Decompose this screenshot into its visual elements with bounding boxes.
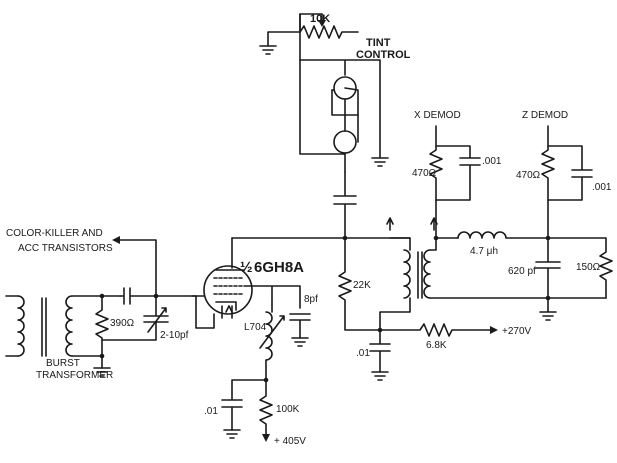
diode-lower — [333, 130, 357, 154]
l-4-7uh-label: 4.7 μh — [470, 246, 498, 257]
tint-label-line1: TINT — [366, 37, 391, 49]
c-01-b-label: .01 — [356, 348, 370, 359]
c-01-a-label: .01 — [204, 406, 218, 417]
tube-6gh8a: ½ 6GH8A 8pf — [191, 259, 318, 347]
burst-transformer: BURST TRANSFORMER 390Ω 2-10pf COLOR-KILL… — [5, 228, 215, 381]
r-470-x-label: 470Ω — [412, 168, 437, 179]
tint-control-section: 10K TINT CONTROL — [259, 13, 411, 239]
l704-network: L704 .01 100K + 405V — [204, 303, 306, 447]
v-405-label: + 405V — [274, 436, 306, 447]
l704-label: L704 — [244, 322, 267, 333]
b-plus-270-network: +270V 6.8K .01 — [356, 323, 532, 381]
r-470-z-label: 470Ω — [516, 170, 541, 181]
c-620pf-label: 620 pf — [508, 266, 536, 277]
c-001-z-label: .001 — [592, 182, 612, 193]
tuned-network: 4.7 μh 620 pf 150Ω — [435, 231, 613, 321]
z-demod-label: Z DEMOD — [522, 110, 568, 121]
burst-label-line1: BURST — [46, 358, 80, 369]
resistor-22k — [338, 237, 381, 331]
c-8pf-label: 8pf — [304, 294, 318, 305]
x-demod-network: X DEMOD 470Ω .001 — [412, 110, 502, 241]
tint-potentiometer — [299, 25, 359, 39]
output-transformer — [379, 199, 607, 331]
color-killer-line2: ACC TRANSISTORS — [18, 243, 113, 254]
r-100k-label: 100K — [276, 404, 300, 415]
burst-label-line2: TRANSFORMER — [36, 370, 113, 381]
z-demod-network: Z DEMOD 470Ω .001 — [516, 110, 612, 239]
inductor-4-7uh — [457, 231, 549, 239]
r-150-label: 150Ω — [576, 262, 601, 273]
tint-label-line2: CONTROL — [356, 49, 411, 61]
c-trim-label: 2-10pf — [160, 330, 189, 341]
tube-frac-label: ½ — [240, 259, 253, 276]
tint-pot-value: 10K — [310, 13, 330, 25]
r-22k-label: 22K — [353, 280, 371, 291]
v-270-label: +270V — [502, 326, 532, 337]
c-001-x-label: .001 — [482, 156, 502, 167]
color-killer-line1: COLOR-KILLER AND — [6, 228, 103, 239]
plate-line: 22K — [231, 235, 411, 331]
x-demod-label: X DEMOD — [414, 110, 461, 121]
tube-type-label: 6GH8A — [254, 259, 304, 276]
r-390-label: 390Ω — [110, 318, 135, 329]
r-6-8k-label: 6.8K — [426, 340, 447, 351]
